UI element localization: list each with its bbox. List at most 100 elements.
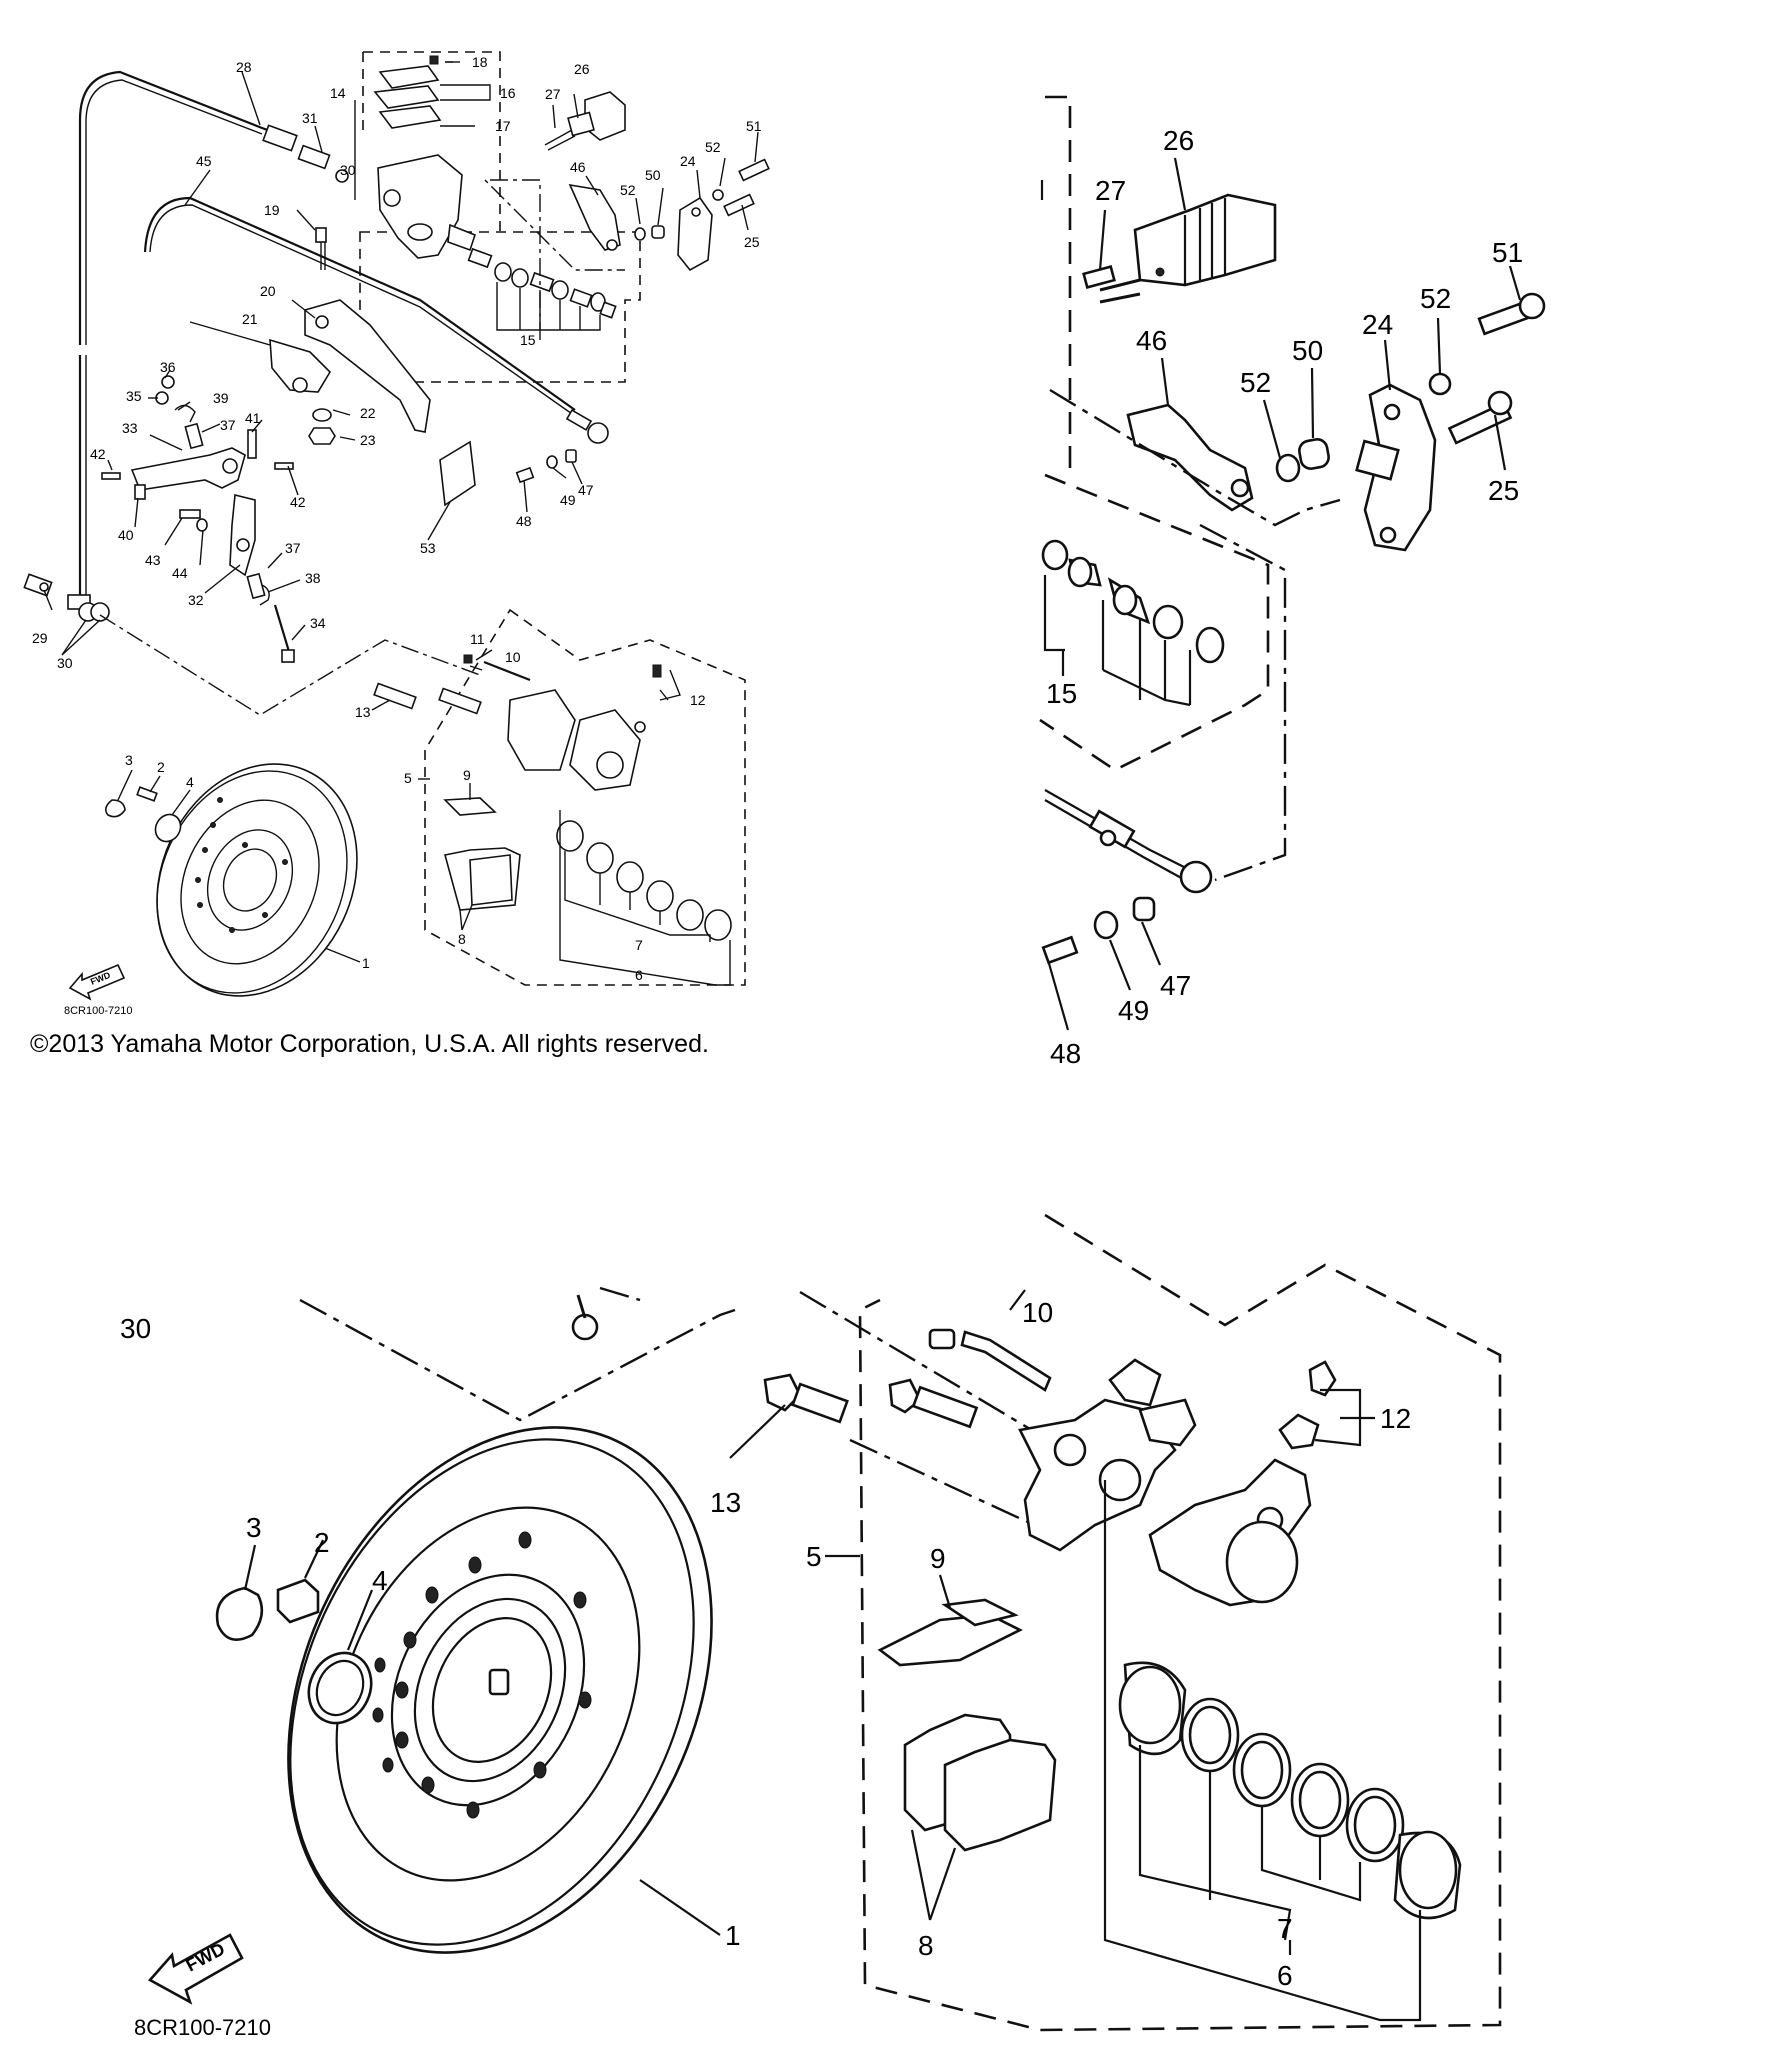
callout-23: 23 [360, 432, 376, 448]
callout-10: 10 [505, 649, 521, 665]
callout-14: 14 [330, 85, 346, 101]
callout-4: 4 [186, 774, 194, 790]
pad-shim-9 [877, 1613, 1023, 1667]
detail-callout-24: 24 [1362, 309, 1393, 340]
callout-34: 34 [310, 615, 326, 631]
brake-disc-1-detail [287, 1426, 713, 1954]
master-cylinder-body [377, 154, 463, 259]
callout-53: 53 [420, 540, 436, 556]
seal-kit-detail [1103, 1660, 1462, 2022]
detail-callout-30: 30 [120, 1313, 151, 1344]
callout-47: 47 [578, 482, 594, 498]
detail-callout-4: 4 [372, 1565, 388, 1596]
detail-callout-48: 48 [1050, 1038, 1081, 1069]
detail-callout-12: 12 [1380, 1403, 1411, 1434]
detail-callout-3: 3 [246, 1512, 262, 1543]
callout-36: 36 [160, 359, 176, 375]
switch-detail: 26 27 51 52 46 52 50 24 25 15 47 49 48 [1039, 95, 1546, 1069]
detail-callout-13: 13 [710, 1487, 741, 1518]
copyright-notice: ©2013 Yamaha Motor Corporation, U.S.A. A… [30, 1030, 709, 1058]
detail-callout-25: 25 [1488, 475, 1519, 506]
callout-2: 2 [157, 759, 165, 775]
callout-46: 46 [570, 159, 586, 175]
callout-30a: 30 [340, 162, 356, 178]
detail-callout-6: 6 [1277, 1960, 1293, 1991]
callout-29: 29 [32, 630, 48, 646]
callout-24: 24 [680, 153, 696, 169]
callout-8: 8 [458, 931, 466, 947]
lever-46-detail [1126, 403, 1254, 512]
detail-callout-15: 15 [1046, 678, 1077, 709]
callout-1: 1 [362, 955, 370, 971]
callout-51: 51 [746, 118, 762, 134]
detail-callout-46: 46 [1136, 325, 1167, 356]
callout-9: 9 [463, 767, 471, 783]
detail-callout-47: 47 [1160, 970, 1191, 1001]
callout-31: 31 [302, 110, 318, 126]
callout-16: 16 [500, 85, 516, 101]
master-cylinder-dashed-box [359, 231, 641, 383]
callout-35: 35 [126, 388, 142, 404]
detail-callout-7: 7 [1277, 1913, 1293, 1944]
detail-callout-27: 27 [1095, 175, 1126, 206]
arm-32 [229, 493, 256, 577]
callout-18: 18 [472, 54, 488, 70]
stop-switch-group [544, 91, 770, 272]
arm-33 [130, 447, 246, 491]
detail-callout-51: 51 [1492, 237, 1523, 268]
callout-28: 28 [236, 59, 252, 75]
caliper-body [569, 709, 641, 791]
overview-diagram: FWD 8CR100-7210 [23, 51, 770, 1017]
detail-callout-1: 1 [725, 1920, 741, 1951]
callout-43: 43 [145, 552, 161, 568]
brake-pad-8b [943, 1738, 1057, 1852]
piston-kit-15-detail [1041, 539, 1225, 707]
detail-callout-2: 2 [314, 1527, 330, 1558]
callout-19: 19 [264, 202, 280, 218]
callout-39: 39 [213, 390, 229, 406]
diagram-code-large: 8CR100-7210 [134, 2015, 271, 2040]
callout-52b: 52 [620, 182, 636, 198]
callout-20: 20 [260, 283, 276, 299]
callout-30b: 30 [57, 655, 73, 671]
caliper-seal-kit [556, 810, 732, 986]
callout-17: 17 [495, 118, 511, 134]
brake-lever-20 [304, 299, 431, 433]
detail-callout-50: 50 [1292, 335, 1323, 366]
callout-37a: 37 [220, 417, 236, 433]
callout-37b: 37 [285, 540, 301, 556]
caliper-detail-callouts: 30 10 12 13 3 2 4 5 9 1 8 7 6 [120, 1297, 1411, 1991]
callout-6: 6 [635, 967, 643, 983]
bracket-24-detail [1363, 383, 1437, 552]
switch-26-detail [1133, 193, 1277, 287]
detail-callout-8: 8 [918, 1930, 934, 1961]
overview-callouts: 28 31 45 14 18 16 17 26 27 51 52 46 50 2… [32, 54, 762, 983]
detail-callout-52b: 52 [1240, 367, 1271, 398]
plate-53 [439, 440, 476, 507]
caliper-dashed-box [424, 608, 746, 986]
callout-27: 27 [545, 86, 561, 102]
callout-40: 40 [118, 527, 134, 543]
callout-41: 41 [245, 410, 261, 426]
switch-detail-callouts: 26 27 51 52 46 52 50 24 25 15 47 49 48 [1046, 125, 1523, 1069]
brake-disc-1 [156, 763, 358, 997]
callout-7: 7 [635, 937, 643, 953]
caliper-bracket-detail [1018, 1398, 1177, 1552]
callout-32: 32 [188, 592, 204, 608]
callout-12: 12 [690, 692, 706, 708]
detail-callout-10: 10 [1022, 1297, 1053, 1328]
caliper-bracket [507, 689, 576, 771]
reservoir-dashed-box [363, 51, 501, 232]
callout-3: 3 [125, 752, 133, 768]
callout-44: 44 [172, 565, 188, 581]
callout-33: 33 [122, 420, 138, 436]
switch-detail-dashed-box [1045, 95, 1072, 480]
reservoir-cap [378, 65, 440, 89]
callout-5: 5 [404, 770, 412, 786]
callout-48: 48 [516, 513, 532, 529]
callout-49: 49 [560, 492, 576, 508]
detail-callout-5: 5 [806, 1541, 822, 1572]
lever-46 [568, 183, 621, 251]
callout-38: 38 [305, 570, 321, 586]
